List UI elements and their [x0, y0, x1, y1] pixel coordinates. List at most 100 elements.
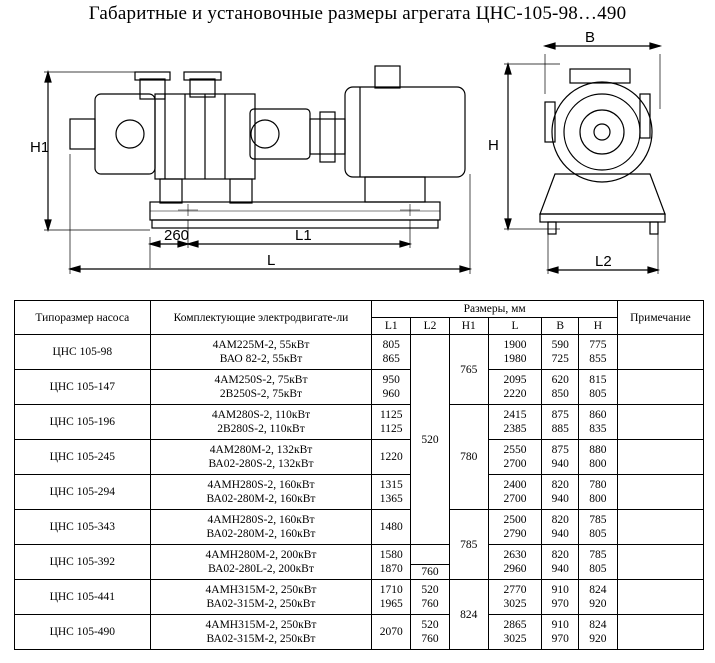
header-motors: Комплектующие электродвигате-ли — [149, 300, 373, 335]
b-cell-value: 940 — [551, 528, 569, 540]
model-cell: ЦНС 105-343 — [14, 509, 151, 545]
l-cell-value: 3025 — [503, 633, 527, 645]
b-cell-value: 970 — [551, 598, 569, 610]
note-cell — [616, 509, 705, 545]
model-cell: ЦНС 105-392 — [14, 544, 151, 580]
header-l1: L1 — [371, 317, 412, 335]
b-cell-value: 820 — [551, 549, 569, 561]
h-cell-value: 780 — [589, 479, 607, 491]
motors-cell-value: 4АМН315М-2, 250кВт — [205, 619, 317, 631]
l-cell-value: 2700 — [503, 493, 527, 505]
h-cell-value: 824 — [589, 584, 607, 596]
h-cell-value: 920 — [589, 633, 607, 645]
h-cell-value: 785 — [589, 514, 607, 526]
l2-cell-value: 760 — [421, 633, 439, 645]
h-cell-value: 815 — [589, 374, 607, 386]
l1-cell: 1480 — [371, 509, 412, 545]
l2-cell-value: 520 — [421, 584, 439, 596]
l1-cell-value: 1965 — [379, 598, 403, 610]
h1-cell: 785 — [448, 509, 489, 580]
l1-cell-value: 1870 — [379, 563, 403, 575]
note-cell — [616, 614, 705, 650]
b-cell-value: 620 — [551, 374, 569, 386]
h1-label: H1 — [30, 139, 49, 156]
b-cell-value: 820 — [551, 514, 569, 526]
note-cell — [616, 334, 705, 370]
b-cell-value: 970 — [551, 633, 569, 645]
l1-cell-value: 1480 — [379, 521, 403, 533]
l2-cell: 520 — [410, 334, 450, 545]
b-cell-value: 910 — [551, 619, 569, 631]
b-cell-value: 885 — [551, 423, 569, 435]
l1-label: L1 — [295, 227, 312, 244]
h-cell-value: 800 — [589, 493, 607, 505]
l-cell-value: 2385 — [503, 423, 527, 435]
l2-cell: 760 — [410, 544, 450, 580]
motors-cell-value: ВА02-280L-2, 200кВт — [208, 563, 314, 575]
b-label: B — [585, 29, 595, 46]
b-cell-value: 590 — [551, 339, 569, 351]
motors-cell-value: 4АМ280М-2, 132кВт — [209, 444, 313, 456]
model-cell: ЦНС 105-294 — [14, 474, 151, 510]
l2-cell-value: 520 — [421, 619, 439, 631]
b-cell-value: 940 — [551, 563, 569, 575]
b-cell-value: 910 — [551, 584, 569, 596]
motors-cell-value: 4АМН280S-2, 160кВт — [207, 479, 315, 491]
header-l: L — [487, 317, 543, 335]
note-cell — [616, 404, 705, 440]
note-cell — [616, 579, 705, 615]
side-view — [44, 65, 473, 274]
l-cell-value: 2415 — [503, 409, 527, 421]
h-cell-value: 805 — [589, 528, 607, 540]
l1-cell-value: 2070 — [379, 626, 403, 638]
l-cell-value: 1900 — [503, 339, 527, 351]
h1-cell: 765 — [448, 334, 489, 405]
model-cell: ЦНС 105-245 — [14, 439, 151, 475]
motors-cell-value: 4АМН280М-2, 200кВт — [205, 549, 317, 561]
motors-cell-value: 4АМН280S-2, 160кВт — [207, 514, 315, 526]
h-cell-value: 800 — [589, 458, 607, 470]
l-cell: 1900 1980 — [487, 334, 543, 370]
l-cell-value: 2220 — [503, 388, 527, 400]
b-cell-value: 850 — [551, 388, 569, 400]
l-cell-value: 2095 — [503, 374, 527, 386]
pump-unit-drawing: H1 H B 260 L1 L L2 — [30, 29, 666, 274]
motors-cell-value: ВА02-280М-2, 160кВт — [206, 528, 316, 540]
l-cell-value: 1980 — [503, 353, 527, 365]
l2-value: 760 — [411, 564, 449, 579]
h1-cell: 780 — [448, 404, 489, 510]
model-cell: ЦНС 105-196 — [14, 404, 151, 440]
header-l2: L2 — [410, 317, 450, 335]
l-cell-value: 2960 — [503, 563, 527, 575]
l-cell-value: 2700 — [503, 458, 527, 470]
l1-cell: 1220 — [371, 439, 412, 475]
note-cell — [616, 369, 705, 405]
h-cell-value: 785 — [589, 549, 607, 561]
header-h1: H1 — [448, 317, 489, 335]
